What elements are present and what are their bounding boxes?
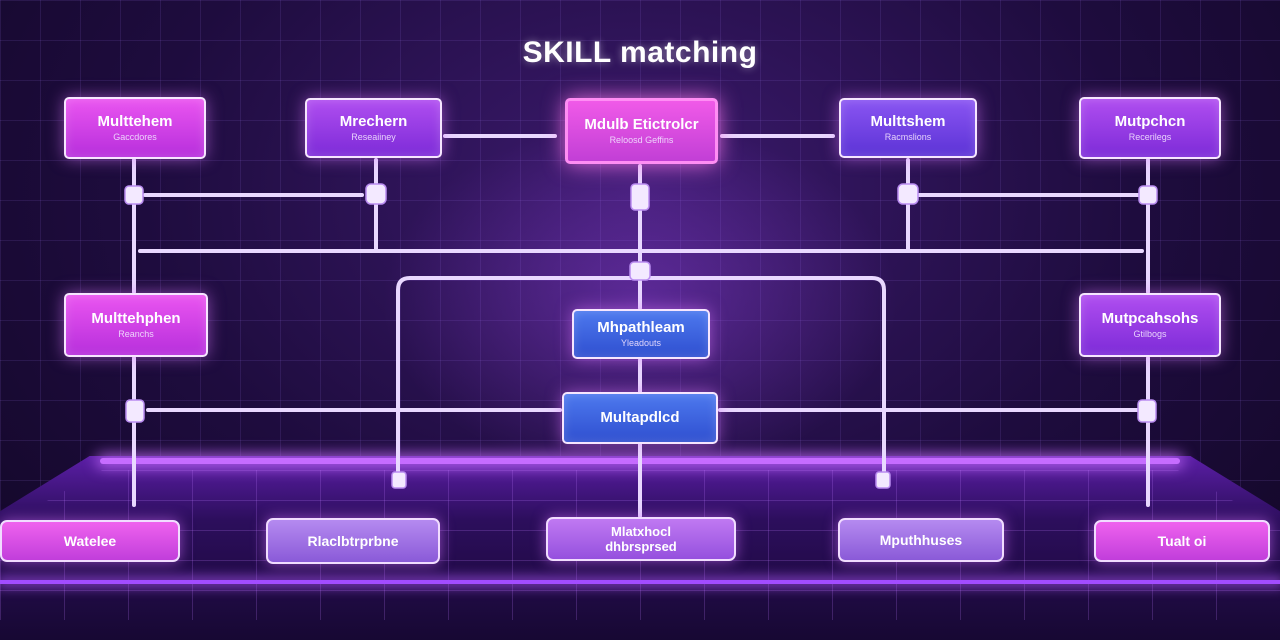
top-node-4-sub: Racmslions [884,132,932,142]
top-node-4-label: Multtshem [870,113,946,130]
top-node-2-sub: Reseaiiney [351,132,396,142]
top-node-5-sub: Recerilegs [1128,132,1172,142]
top-node-1[interactable]: Multtehem Gaccdores [64,97,206,159]
top-node-5-label: Mutpchcn [1114,113,1186,130]
bottom-plate-3[interactable]: Mlatxhocl dhbrsprsed [546,517,736,561]
bottom-plate-4-label: Mputhhuses [879,531,963,548]
top-node-2[interactable]: Mrechern Reseaiiney [305,98,442,158]
bottom-plate-5-label: Tualt oi [1157,532,1207,549]
junction-8 [629,261,651,281]
center-node-upper-sub: Yleadouts [620,338,662,348]
junction-3 [630,183,650,211]
center-node-upper-label: Mhpathleam [597,319,685,336]
center-node-lower-label: Multapdlcd [600,409,680,426]
top-node-center-label: Mdulb Etictrolcr [584,116,699,133]
junction-10 [875,471,891,489]
side-node-right-label: Mutpcahsohs [1101,310,1199,327]
top-node-1-sub: Gaccdores [113,132,157,142]
platform-edge [0,580,1280,584]
junction-7 [1137,399,1157,423]
top-node-4[interactable]: Multtshem Racmslions [839,98,977,158]
bottom-plate-1-label: Watelee [63,532,117,549]
center-node-lower[interactable]: Multapdlcd [562,392,718,444]
side-node-right-sub: Gtilbogs [1133,329,1167,339]
top-node-2-label: Mrechern [339,113,408,130]
side-node-left-sub: Reanchs [118,329,154,339]
top-node-1-label: Multtehem [97,113,173,130]
top-node-center-sub: Reloosd Geffins [609,135,674,145]
junction-1 [124,185,144,205]
diagram-title: SKILL matching [522,36,758,69]
side-node-left[interactable]: Multtehphen Reanchs [64,293,208,357]
bottom-plate-3-label: Mlatxhocl dhbrsprsed [605,524,677,554]
junction-4 [897,183,919,205]
top-node-center[interactable]: Mdulb Etictrolcr Reloosd Geffins [565,98,718,164]
bottom-plate-2-label: Rlaclbtrprbne [307,532,399,549]
side-node-left-label: Multtehphen [91,310,181,327]
bottom-plate-5[interactable]: Tualt oi [1094,520,1270,562]
center-node-upper[interactable]: Mhpathleam Yleadouts [572,309,710,359]
bottom-plate-4[interactable]: Mputhhuses [838,518,1004,562]
side-node-right[interactable]: Mutpcahsohs Gtilbogs [1079,293,1221,357]
junction-5 [1138,185,1158,205]
bottom-plate-2[interactable]: Rlaclbtrprbne [266,518,440,564]
bottom-plate-1[interactable]: Watelee [0,520,180,562]
junction-6 [125,399,145,423]
top-node-5[interactable]: Mutpchcn Recerilegs [1079,97,1221,159]
junction-9 [391,471,407,489]
junction-2 [365,183,387,205]
